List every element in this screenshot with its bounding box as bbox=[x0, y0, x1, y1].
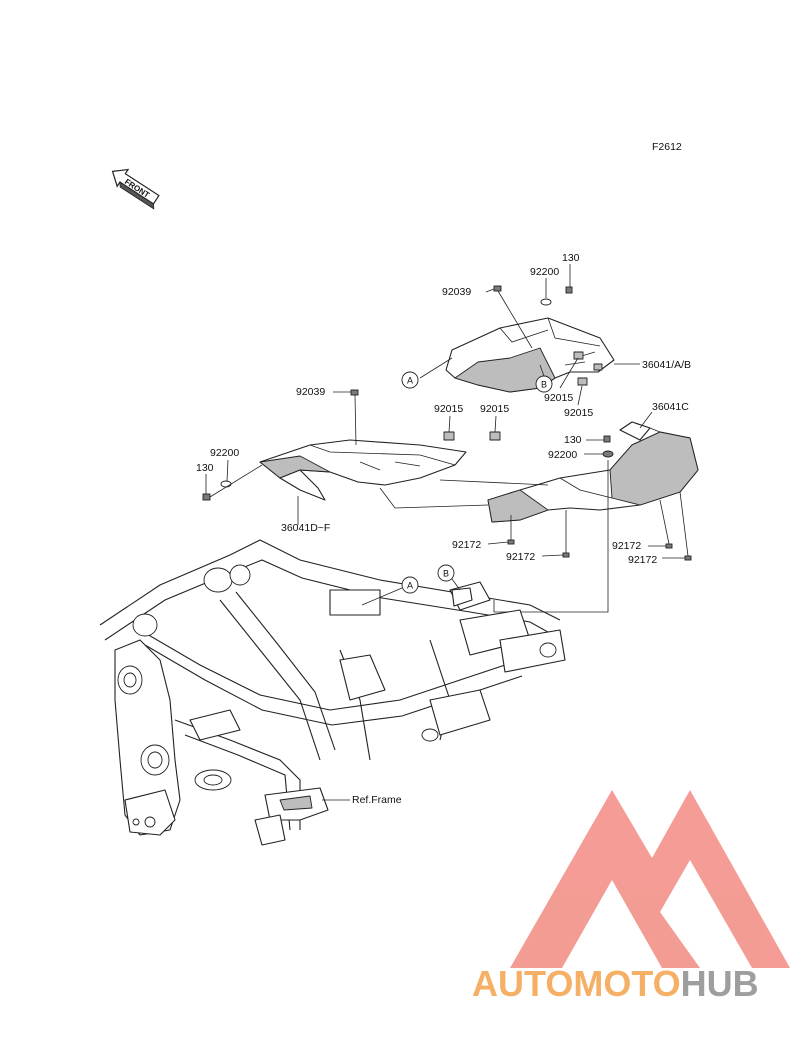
label-130-top: 130 bbox=[562, 252, 580, 264]
frame-assembly bbox=[99, 539, 566, 846]
label-92172-d: 92172 bbox=[628, 554, 657, 566]
label-92039-mid: 92039 bbox=[296, 386, 325, 398]
ref-circle-a-upper: A bbox=[401, 371, 419, 389]
svg-text:A: A bbox=[407, 581, 413, 591]
nut-92015-m2 bbox=[489, 431, 501, 441]
bolt-130-mid bbox=[603, 435, 611, 443]
nut-92015-r1 bbox=[573, 351, 584, 360]
svg-text:B: B bbox=[443, 569, 449, 579]
figure-code: F2612 bbox=[652, 141, 682, 153]
washer-92200-mid bbox=[602, 450, 614, 458]
label-92200-mid: 92200 bbox=[548, 449, 577, 461]
label-92200-top: 92200 bbox=[530, 266, 559, 278]
rear-cover-36041c bbox=[487, 421, 699, 523]
nut-92015-r3 bbox=[593, 363, 603, 371]
nut-92015-m1 bbox=[443, 431, 455, 441]
watermark-text: AUTOMOTOHUB bbox=[472, 963, 759, 1004]
watermark-logo-icon bbox=[510, 790, 790, 968]
bolt-130-top bbox=[565, 286, 573, 294]
svg-text:B: B bbox=[541, 380, 547, 390]
label-92015-r2: 92015 bbox=[564, 407, 593, 419]
bolt-92039-top bbox=[493, 285, 533, 349]
label-36041c: 36041C bbox=[652, 401, 689, 413]
screws-92172 bbox=[507, 491, 692, 561]
bolt-130-left bbox=[202, 493, 211, 501]
washer-92200-left bbox=[220, 480, 232, 488]
washer-92200-top bbox=[540, 298, 552, 306]
label-92015-m1: 92015 bbox=[434, 403, 463, 415]
label-92172-c: 92172 bbox=[612, 540, 641, 552]
seat-cover-36041 bbox=[445, 317, 615, 393]
label-130-left: 130 bbox=[196, 462, 214, 474]
svg-text:A: A bbox=[407, 376, 413, 386]
label-92172-a: 92172 bbox=[452, 539, 481, 551]
label-130-mid: 130 bbox=[564, 434, 582, 446]
ref-circle-b-lower: B bbox=[437, 564, 461, 591]
nut-92015-r2 bbox=[577, 377, 588, 386]
ref-circle-b-upper: B bbox=[535, 375, 553, 393]
label-36041-ab: 36041/A/B bbox=[642, 359, 691, 371]
label-92015-m2: 92015 bbox=[480, 403, 509, 415]
side-cover-36041d bbox=[259, 439, 467, 501]
label-92172-b: 92172 bbox=[506, 551, 535, 563]
ref-frame-label: Ref.Frame bbox=[352, 794, 402, 806]
front-arrow-icon: FRONT bbox=[111, 168, 160, 210]
bolt-92039-mid bbox=[350, 389, 359, 446]
label-92039-top: 92039 bbox=[442, 286, 471, 298]
ref-circle-a-lower: A bbox=[361, 576, 419, 606]
label-36041d: 36041D~F bbox=[281, 522, 330, 534]
label-92015-r1: 92015 bbox=[544, 392, 573, 404]
label-92200-left: 92200 bbox=[210, 447, 239, 459]
